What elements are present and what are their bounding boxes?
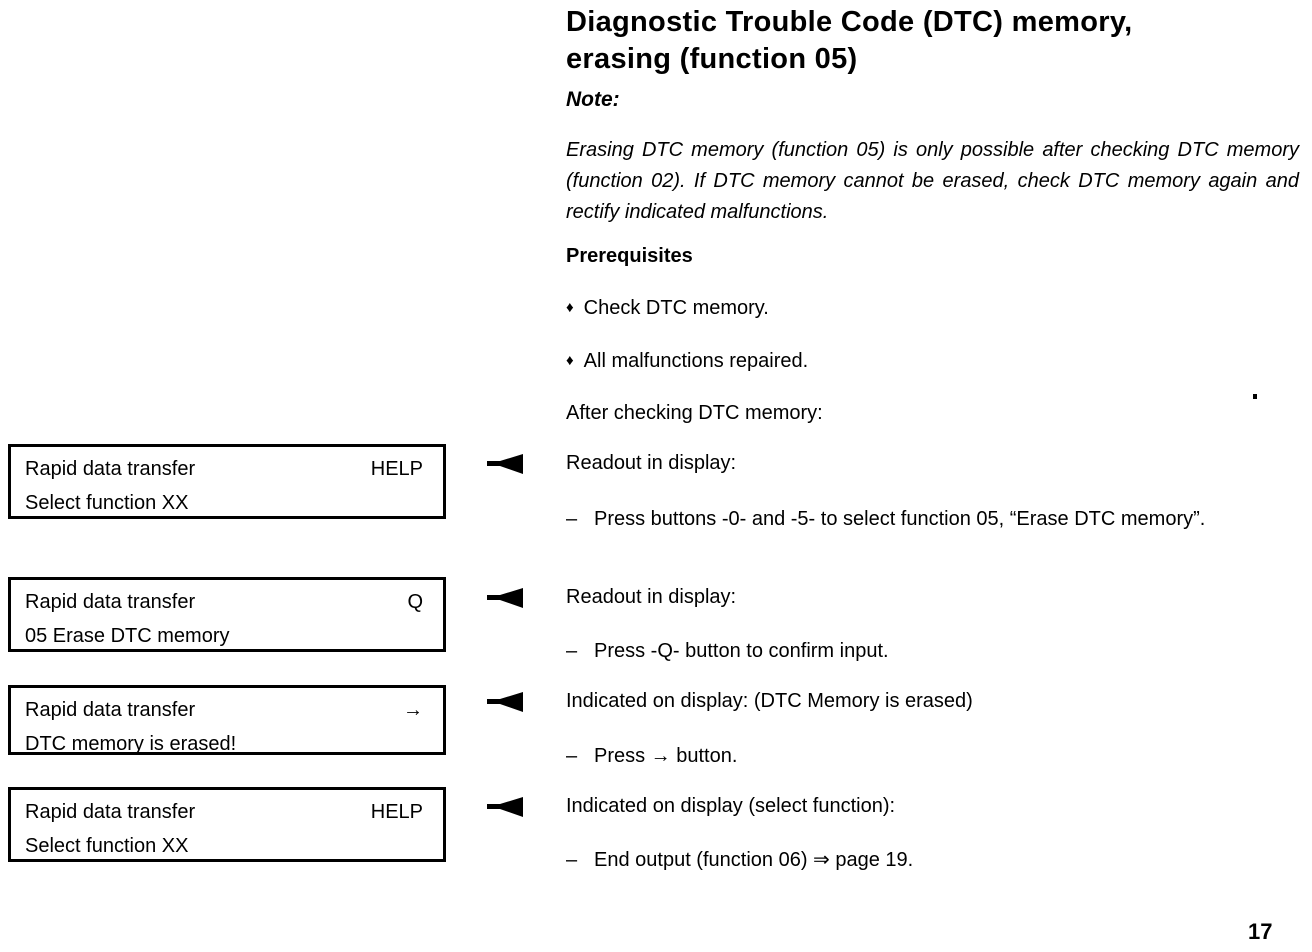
dash-marker: – [566, 640, 578, 662]
page-title: Diagnostic Trouble Code (DTC) memory, er… [566, 4, 1132, 78]
display-box-corner-label: HELP [370, 801, 423, 823]
step-instruction: –Press -Q- button to confirm input. [566, 636, 1299, 666]
note-heading: Note: [566, 88, 620, 111]
after-checking-text: After checking DTC memory: [566, 402, 823, 424]
display-box-corner-label: HELP [370, 458, 423, 480]
prerequisite-text: All malfunctions repaired. [583, 350, 809, 372]
display-box-line2: 05 Erase DTC memory [25, 625, 230, 647]
note-paragraph: Erasing DTC memory (function 05) is only… [566, 139, 1299, 223]
display-box: Rapid data transfer → DTC memory is eras… [8, 685, 446, 755]
display-box: Rapid data transfer Q 05 Erase DTC memor… [8, 577, 446, 652]
page-title-line2: erasing (function 05) [566, 43, 858, 75]
display-box-line1: Rapid data transfer [25, 699, 196, 721]
display-box-corner-label: Q [407, 591, 423, 613]
step-label: Readout in display: [566, 452, 737, 474]
step-instruction-text: Press buttons -0- and -5- to select func… [594, 508, 1206, 530]
diamond-bullet-icon: ♦ [566, 352, 574, 369]
diamond-bullet-icon: ♦ [566, 299, 574, 316]
prerequisite-text: Check DTC memory. [583, 297, 769, 319]
display-box-line1: Rapid data transfer [25, 458, 196, 480]
step-instruction-text: Press → button. [594, 745, 738, 767]
indication-left-arrow-icon [487, 797, 523, 817]
scan-artifact-dot [1253, 394, 1257, 399]
step-instruction: –Press → button. [566, 741, 1299, 771]
prerequisites-heading: Prerequisites [566, 245, 693, 267]
step-label: Indicated on display: (DTC Memory is era… [566, 690, 973, 712]
dash-marker: – [566, 849, 578, 871]
display-box: Rapid data transfer HELP Select function… [8, 787, 446, 862]
step-instruction: –Press buttons -0- and -5- to select fun… [566, 504, 1299, 534]
indication-left-arrow-icon [487, 692, 523, 712]
step-instruction: –End output (function 06) ⇒ page 19. [566, 845, 1299, 875]
step-instruction-text: End output (function 06) ⇒ page 19. [594, 849, 914, 871]
step-label: Readout in display: [566, 586, 737, 608]
display-box-line2: Select function XX [25, 492, 189, 514]
page-title-line1: Diagnostic Trouble Code (DTC) memory, [566, 6, 1133, 38]
page-number: 17 [1248, 919, 1273, 944]
dash-marker: – [566, 745, 578, 767]
display-box-line2: Select function XX [25, 835, 189, 857]
step-instruction-text: Press -Q- button to confirm input. [594, 640, 889, 662]
display-box-line1: Rapid data transfer [25, 591, 196, 613]
prerequisite-item: ♦ Check DTC memory. [566, 297, 769, 320]
display-box-line2: DTC memory is erased! [25, 733, 237, 755]
display-box: Rapid data transfer HELP Select function… [8, 444, 446, 519]
dash-marker: – [566, 508, 578, 530]
prerequisite-item: ♦ All malfunctions repaired. [566, 350, 808, 373]
display-box-line1: Rapid data transfer [25, 801, 196, 823]
step-label: Indicated on display (select function): [566, 795, 896, 817]
indication-left-arrow-icon [487, 588, 523, 608]
indication-left-arrow-icon [487, 454, 523, 474]
display-box-corner-label: → [403, 699, 423, 721]
